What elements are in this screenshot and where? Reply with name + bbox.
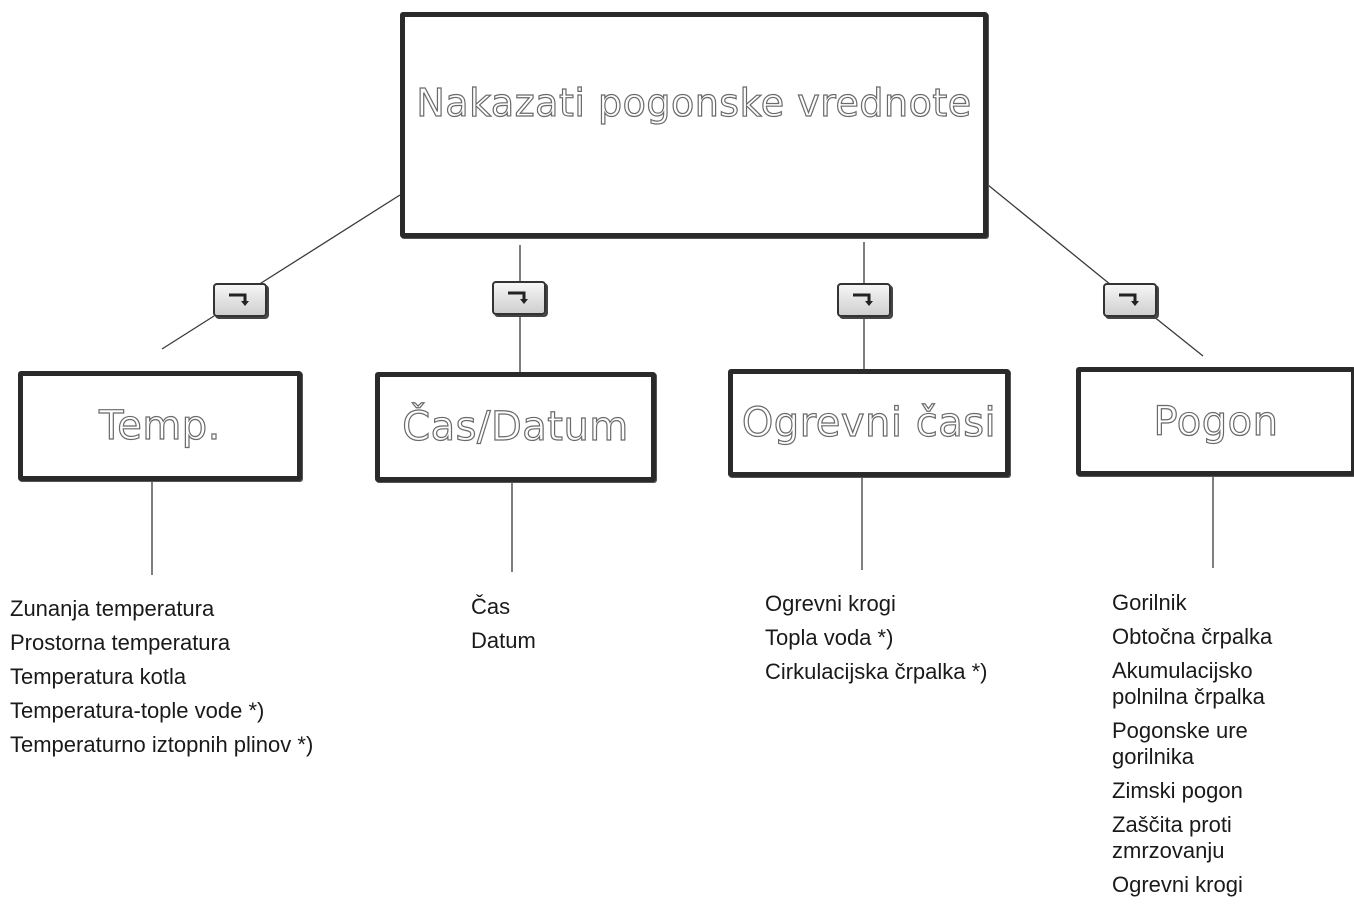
branch-label-cas-datum: Čas/Datum	[402, 403, 629, 450]
list-item: Pogonske ure gorilnika	[1112, 718, 1248, 769]
branch-label-ogrevni-casi: Ogrevni časi	[741, 399, 997, 446]
pogon-item-list: Gorilnik Obtočna črpalka Akumulacijsko p…	[1112, 590, 1322, 906]
branch-box-pogon: Pogon	[1076, 367, 1354, 476]
enter-key-icon	[492, 281, 546, 315]
branch-label-temp: Temp.	[98, 402, 221, 449]
enter-key-icon	[213, 283, 267, 317]
root-menu-box: Nakazati pogonske vrednote	[400, 12, 988, 238]
list-item: Ogrevni krogi	[765, 591, 896, 616]
list-item: Cirkulacijska črpalka *)	[765, 659, 988, 684]
list-item: Zunanja temperatura	[10, 596, 215, 621]
list-item: Topla voda *)	[765, 625, 894, 650]
list-item: Prostorna temperatura	[10, 630, 231, 655]
list-item: Akumulacijsko polnilna črpalka	[1112, 658, 1265, 709]
branch-box-cas-datum: Čas/Datum	[375, 372, 656, 482]
list-item: Čas	[471, 594, 511, 619]
list-item: Obtočna črpalka	[1112, 624, 1273, 649]
connector-root-temp-lower	[161, 315, 215, 350]
list-item: Temperatura-tople vode *)	[10, 698, 265, 723]
enter-key-icon	[837, 283, 891, 317]
list-item: Gorilnik	[1112, 590, 1187, 615]
branch-box-ogrevni-casi: Ogrevni časi	[728, 369, 1010, 477]
branch-label-pogon: Pogon	[1153, 398, 1279, 445]
root-menu-label: Nakazati pogonske vrednote	[416, 80, 972, 125]
enter-key-icon	[1103, 283, 1157, 317]
cas-datum-item-list: Čas Datum	[471, 594, 536, 662]
list-item: Temperaturno iztopnih plinov *)	[10, 732, 314, 757]
list-item: Datum	[471, 628, 536, 653]
list-item: Zimski pogon	[1112, 778, 1243, 803]
list-item: Zaščita proti zmrzovanju	[1112, 812, 1232, 863]
branch-box-temp: Temp.	[18, 371, 302, 481]
list-item: Temperatura kotla	[10, 664, 187, 689]
temp-item-list: Zunanja temperatura Prostorna temperatur…	[10, 596, 313, 766]
connector-root-pogon-lower	[1147, 311, 1204, 357]
ogrevni-casi-item-list: Ogrevni krogi Topla voda *) Cirkulacijsk…	[765, 591, 988, 693]
connector-root-temp-upper	[257, 194, 401, 286]
list-item: Ogrevni krogi	[1112, 872, 1243, 897]
connector-root-pogon-upper	[987, 184, 1112, 286]
